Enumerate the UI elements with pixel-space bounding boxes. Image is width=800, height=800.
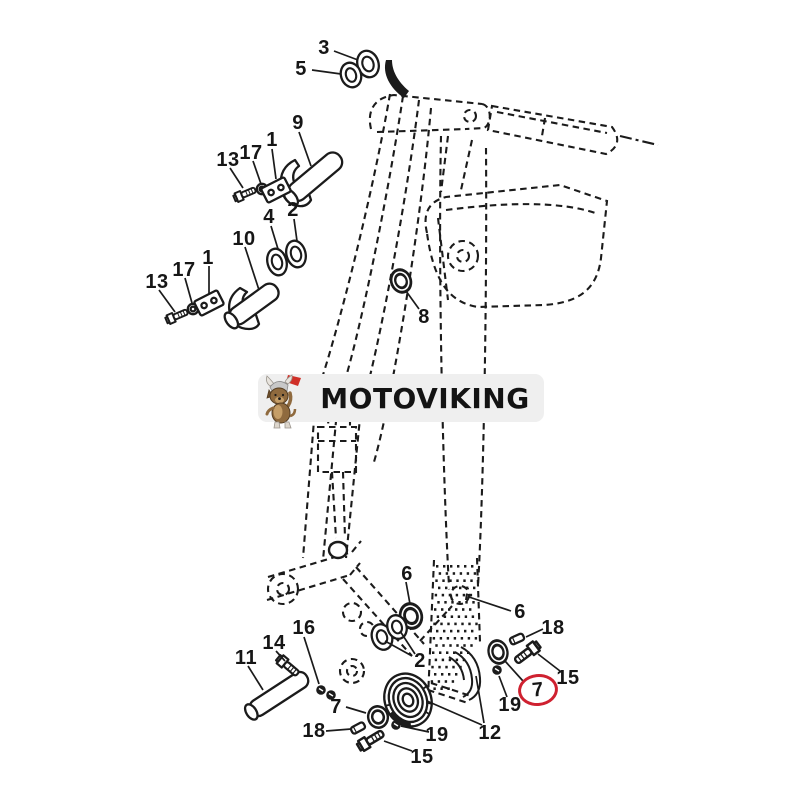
part-callout-1: 1 <box>202 247 214 269</box>
black-wedge-pointer <box>384 60 409 98</box>
loose-parts <box>163 49 544 754</box>
part-callout-13: 13 <box>145 271 169 293</box>
bucket-outline <box>424 183 609 309</box>
watermark-logo: MOTOVIKING <box>258 374 544 429</box>
part-callout-18: 18 <box>302 720 326 742</box>
collar-12 <box>383 672 433 728</box>
part-callout-12: 12 <box>478 722 502 744</box>
part-callout-4: 4 <box>263 206 275 228</box>
top-cylinder <box>486 104 659 156</box>
part-callout-16: 16 <box>292 617 316 639</box>
pin-11 <box>243 670 310 721</box>
pin-10 <box>223 282 280 331</box>
part-callout-15: 15 <box>410 746 434 768</box>
leader-lines <box>158 50 561 752</box>
plug-18 <box>349 720 367 736</box>
link-line <box>459 139 474 191</box>
part-callout-9: 9 <box>292 112 304 134</box>
seal-ring-8 <box>389 268 413 294</box>
part-callout-7: 7 <box>330 696 342 718</box>
part-callout-19: 19 <box>425 724 449 746</box>
nut-16 <box>315 684 327 696</box>
part-callout-5: 5 <box>295 58 307 80</box>
bolt-13 <box>163 306 190 326</box>
washer-5 <box>339 61 363 89</box>
boss-arcs <box>448 646 482 701</box>
part-callout-18: 18 <box>541 617 565 639</box>
part-callout-17: 17 <box>239 142 263 164</box>
bolt-14 <box>273 652 302 680</box>
rod-eye <box>327 540 349 560</box>
part-callout-17: 17 <box>172 259 196 281</box>
washer-4 <box>266 247 288 277</box>
part-callout-2: 2 <box>287 199 299 221</box>
viking-dog-mascot <box>265 374 301 429</box>
part-callout-19: 19 <box>498 694 522 716</box>
stipple-plate <box>430 565 478 690</box>
part-callout-10: 10 <box>232 228 256 250</box>
part-callout-13: 13 <box>216 149 240 171</box>
part-callout-14: 14 <box>262 632 286 654</box>
part-callout-11: 11 <box>234 647 258 669</box>
part-callout-8: 8 <box>418 306 430 328</box>
washer-2 <box>285 239 307 269</box>
part-callout-15: 15 <box>556 667 580 689</box>
lower-linkage <box>266 540 482 704</box>
part-callout-1: 1 <box>266 129 278 151</box>
link-line <box>439 135 450 193</box>
bolt-13 <box>231 184 258 204</box>
part-callout-6: 6 <box>401 563 413 585</box>
seal-ring-7 <box>487 639 509 665</box>
plug-18 <box>508 631 526 647</box>
part-callout-2: 2 <box>414 650 426 672</box>
seal-ring-7 <box>366 705 390 729</box>
nut-19 <box>491 664 503 676</box>
part-callout-6: 6 <box>514 601 526 623</box>
washer-3 <box>356 49 380 79</box>
part-callout-3: 3 <box>318 37 330 59</box>
watermark-text: MOTOVIKING <box>320 381 530 415</box>
